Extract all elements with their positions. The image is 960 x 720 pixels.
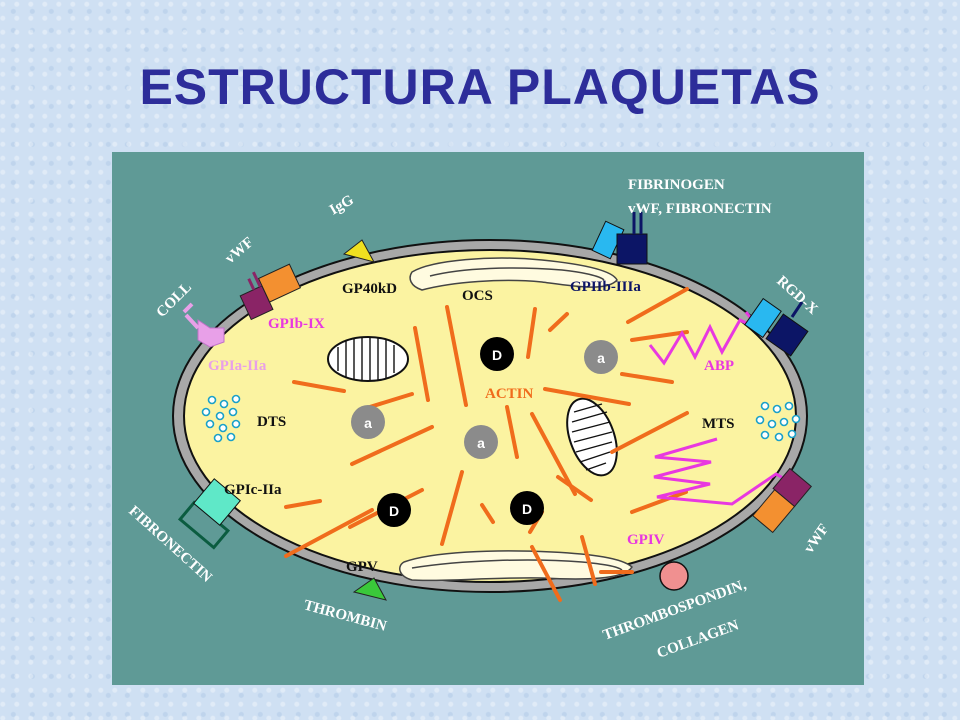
mitochondrion-left	[327, 336, 409, 382]
dense-granule-3: D	[510, 491, 544, 525]
dense-granule-label: D	[492, 347, 502, 363]
dts-label: DTS	[257, 414, 286, 430]
page-title: ESTRUCTURA PLAQUETAS	[139, 59, 821, 115]
alpha-granule-3: a	[464, 425, 498, 459]
gpib-ix-label: GPIb-IX	[268, 316, 325, 332]
gpia-iia-receptor	[182, 302, 225, 348]
gpia-iia-label: GPIa-IIa	[208, 358, 267, 374]
gpiib-iiia-receptor	[591, 212, 648, 265]
dense-granule-label: D	[522, 501, 532, 517]
actin-label: ACTIN	[485, 386, 534, 402]
alpha-granule-label: a	[364, 415, 372, 431]
gp40kd-label: GP40kD	[342, 281, 397, 297]
platelet-diagram: D D D a a a	[112, 152, 864, 685]
gpv-triangle	[352, 577, 387, 601]
diagram-panel: D D D a a a	[112, 152, 864, 685]
gpiv-circle	[659, 561, 689, 591]
igg-triangle	[342, 239, 375, 263]
ocs-canal-top	[409, 257, 618, 291]
mts-vesicles	[755, 401, 801, 442]
mitochondrion-right	[566, 397, 618, 477]
gpiv-label: GPIV	[627, 532, 665, 548]
alpha-granule-1: a	[584, 340, 618, 374]
vwf-fibronectin-label: vWF, FIBRONECTIN	[628, 201, 772, 217]
ocs-canal-bottom	[399, 550, 633, 582]
gpic-iia-receptor	[177, 478, 242, 550]
alpha-granule-label: a	[597, 350, 605, 366]
vwf-right-receptor	[752, 467, 812, 534]
ocs-label: OCS	[462, 288, 493, 304]
gpiib-iiia-label: GPIIb-IIIa	[570, 279, 641, 295]
actin-filaments	[284, 287, 689, 602]
gpic-iia-label: GPIc-IIa	[224, 482, 282, 498]
rgd-x-receptor	[744, 297, 809, 357]
alpha-granule-2: a	[351, 405, 385, 439]
fibrinogen-label: FIBRINOGEN	[628, 177, 725, 193]
dts-vesicles	[201, 394, 241, 443]
mts-label: MTS	[702, 416, 735, 432]
dense-granule-1: D	[480, 337, 514, 371]
gpv-label: GPV	[346, 559, 378, 575]
alpha-granule-label: a	[477, 435, 485, 451]
abp-label: ABP	[704, 358, 734, 374]
dense-granule-2: D	[377, 493, 411, 527]
dense-granule-label: D	[389, 503, 399, 519]
gpib-ix-receptor	[239, 263, 302, 321]
